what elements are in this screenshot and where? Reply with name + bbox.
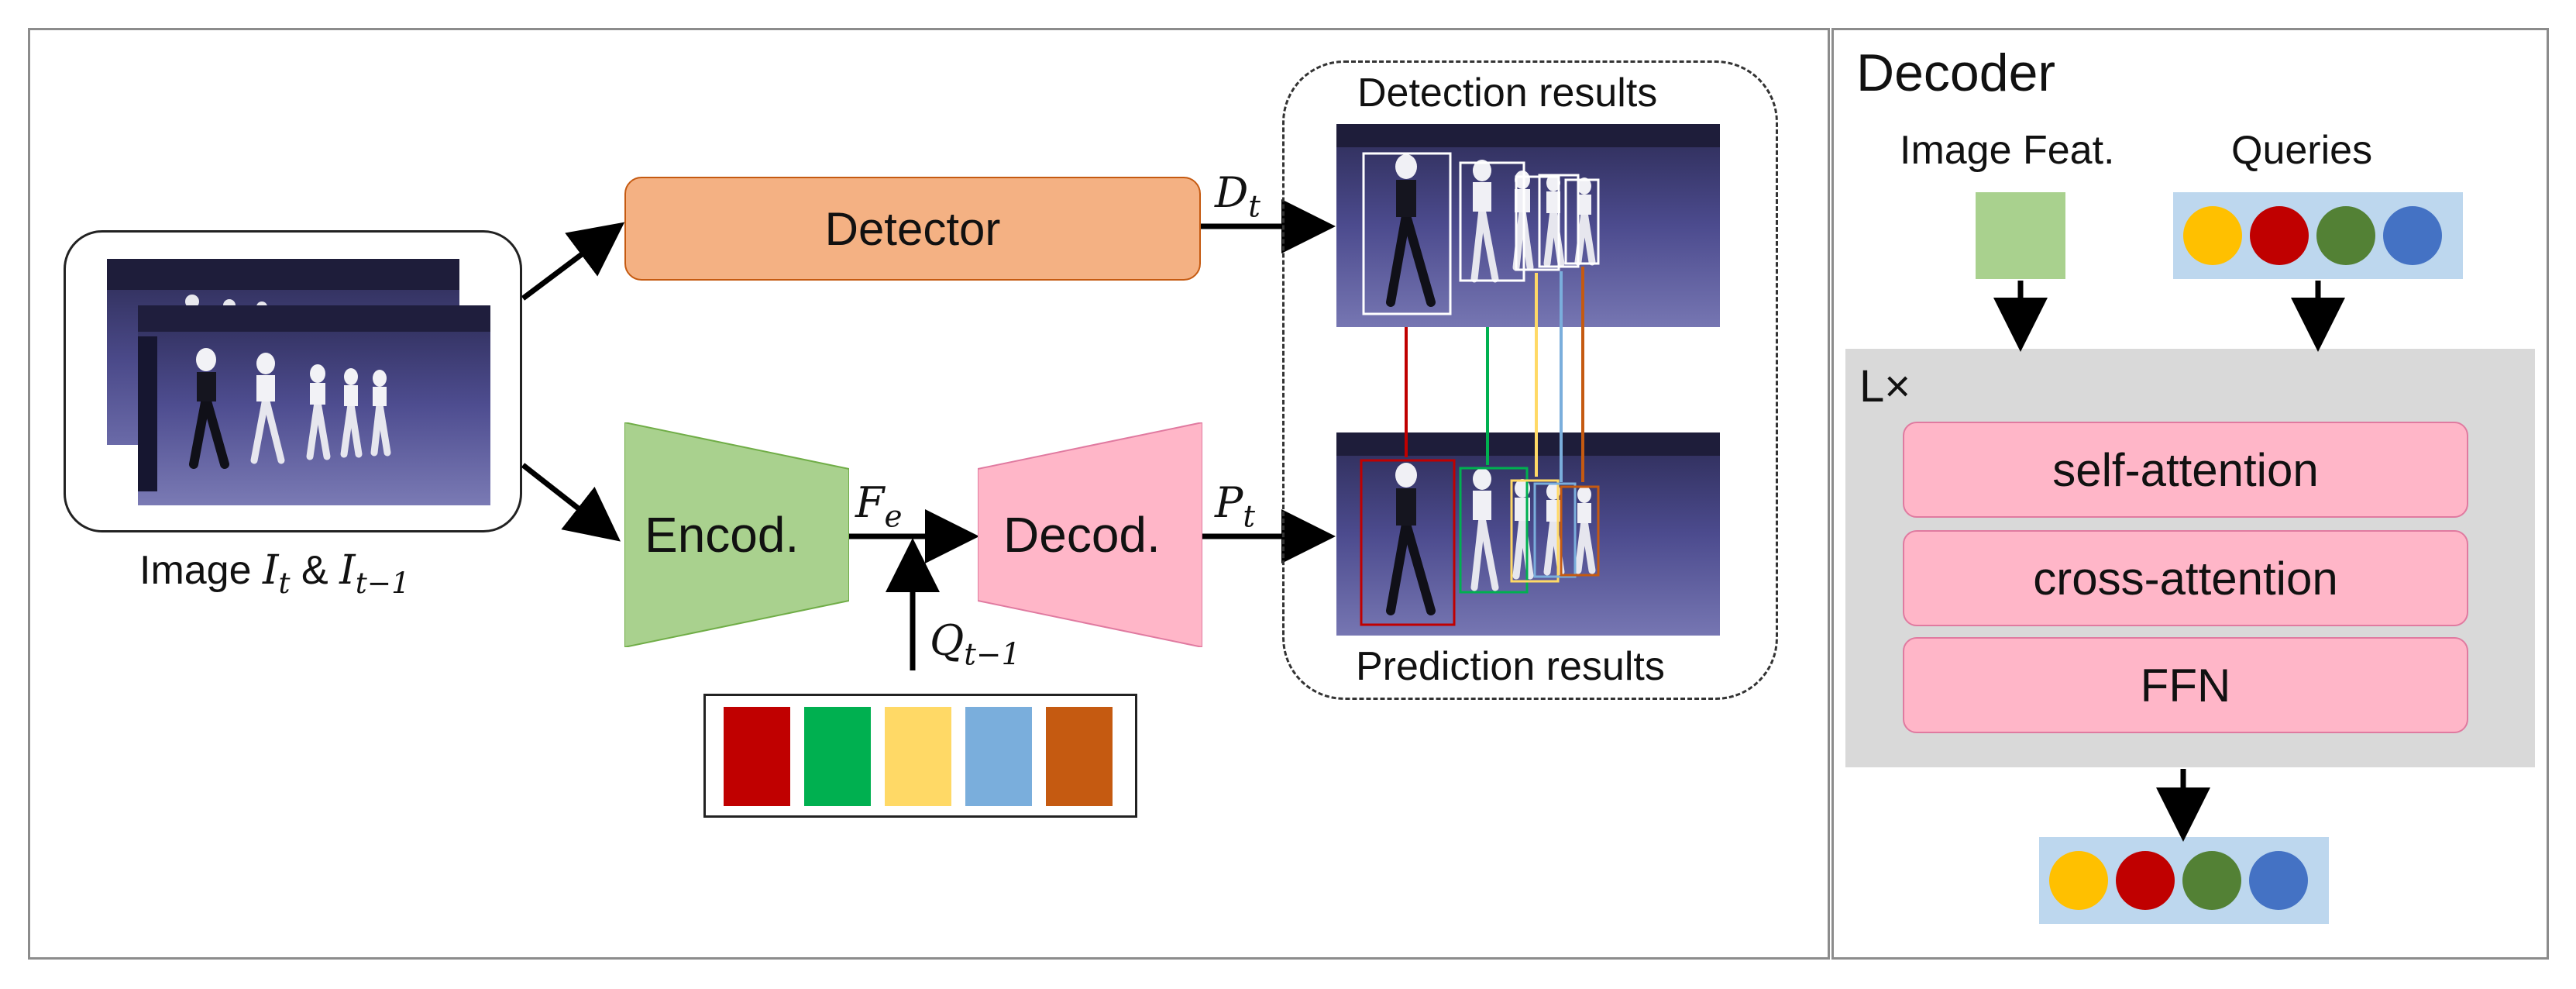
decoder-layer: FFN (1903, 637, 2468, 733)
decoder-label: Decod. (1003, 507, 1161, 563)
decoder-panel-title: Decoder (1856, 43, 2056, 102)
arrow-to-detector (521, 222, 625, 301)
decoder-layer-label: cross-attention (2033, 552, 2338, 605)
input-sub2: t−1 (355, 565, 410, 600)
prediction-title: Prediction results (1356, 644, 1665, 689)
prediction-image (1336, 432, 1720, 636)
output-circle (2116, 851, 2175, 910)
query-circle (2383, 206, 2442, 265)
decoder-layer: cross-attention (1903, 530, 2468, 626)
input-var2: I (339, 547, 356, 594)
repeat-label: L× (1859, 361, 1911, 412)
input-caption: Image It & It−1 (139, 550, 410, 598)
input-var-it-1: It−1 (339, 547, 410, 598)
track-query-square (724, 707, 790, 806)
output-circle (2249, 851, 2308, 910)
results-container (1282, 60, 1778, 700)
image-feat-label: Image Feat. (1900, 128, 2115, 173)
encoder-block (624, 422, 849, 647)
track-query-square (885, 707, 951, 806)
decoder-arrows (1993, 281, 2345, 842)
dt-label: Dt (1215, 172, 1260, 222)
detection-title: Detection results (1357, 71, 1658, 115)
pt-label: Pt (1215, 482, 1255, 532)
image-feat-square (1976, 192, 2065, 279)
query-circle (2250, 206, 2309, 265)
detector-block: Detector (624, 177, 1201, 281)
decoder-layer-label: self-attention (2052, 443, 2319, 496)
arrow-to-encoder (521, 463, 621, 542)
input-sub1: t (278, 565, 291, 600)
detection-image (1336, 124, 1720, 327)
output-circle (2182, 851, 2241, 910)
dt-sub: t (1248, 189, 1260, 225)
input-var-it: It (262, 547, 291, 598)
output-circle (2049, 851, 2108, 910)
fe-sub: e (884, 499, 903, 535)
queries-label: Queries (2231, 128, 2373, 173)
fe-var: F (855, 478, 885, 527)
fe-label: Fe (855, 482, 902, 532)
decoder-block (978, 422, 1202, 647)
track-query-square (804, 707, 871, 806)
track-query-square (1046, 707, 1113, 806)
decoder-layer-label: FFN (2140, 659, 2231, 712)
query-circle (2316, 206, 2375, 265)
dt-var: D (1215, 168, 1249, 217)
encoder-label: Encod. (645, 507, 800, 563)
q-label: Qt−1 (930, 620, 1020, 670)
input-frame-front (138, 305, 490, 505)
q-sub: t−1 (964, 637, 1021, 673)
pt-sub: t (1243, 499, 1255, 535)
track-query-square (965, 707, 1032, 806)
query-circle (2183, 206, 2242, 265)
input-var1: I (262, 547, 279, 594)
input-caption-prefix: Image (139, 548, 263, 593)
pt-var: P (1215, 478, 1243, 527)
pipeline-arrows (521, 199, 1336, 670)
input-amp: & (290, 548, 340, 593)
q-var: Q (930, 616, 965, 665)
detector-label: Detector (824, 202, 1001, 255)
decoder-layer: self-attention (1903, 422, 2468, 518)
results-images (1336, 124, 1720, 636)
